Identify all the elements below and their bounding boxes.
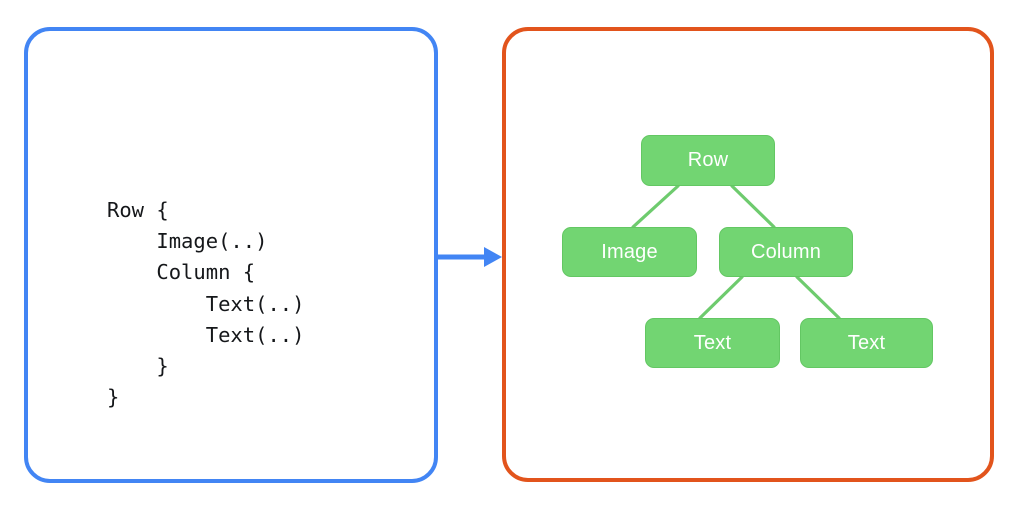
tree-node-row[interactable]: Row xyxy=(641,135,775,186)
tree-node-image[interactable]: Image xyxy=(562,227,697,277)
tree-node-text-2[interactable]: Text xyxy=(800,318,933,368)
tree-node-column[interactable]: Column xyxy=(719,227,853,277)
transforms-to-arrow-icon xyxy=(438,247,502,267)
tree-node-text-1[interactable]: Text xyxy=(645,318,780,368)
code-snippet: Row { Image(..) Column { Text(..) Text(.… xyxy=(107,198,305,410)
code-panel: Row { Image(..) Column { Text(..) Text(.… xyxy=(24,27,438,483)
